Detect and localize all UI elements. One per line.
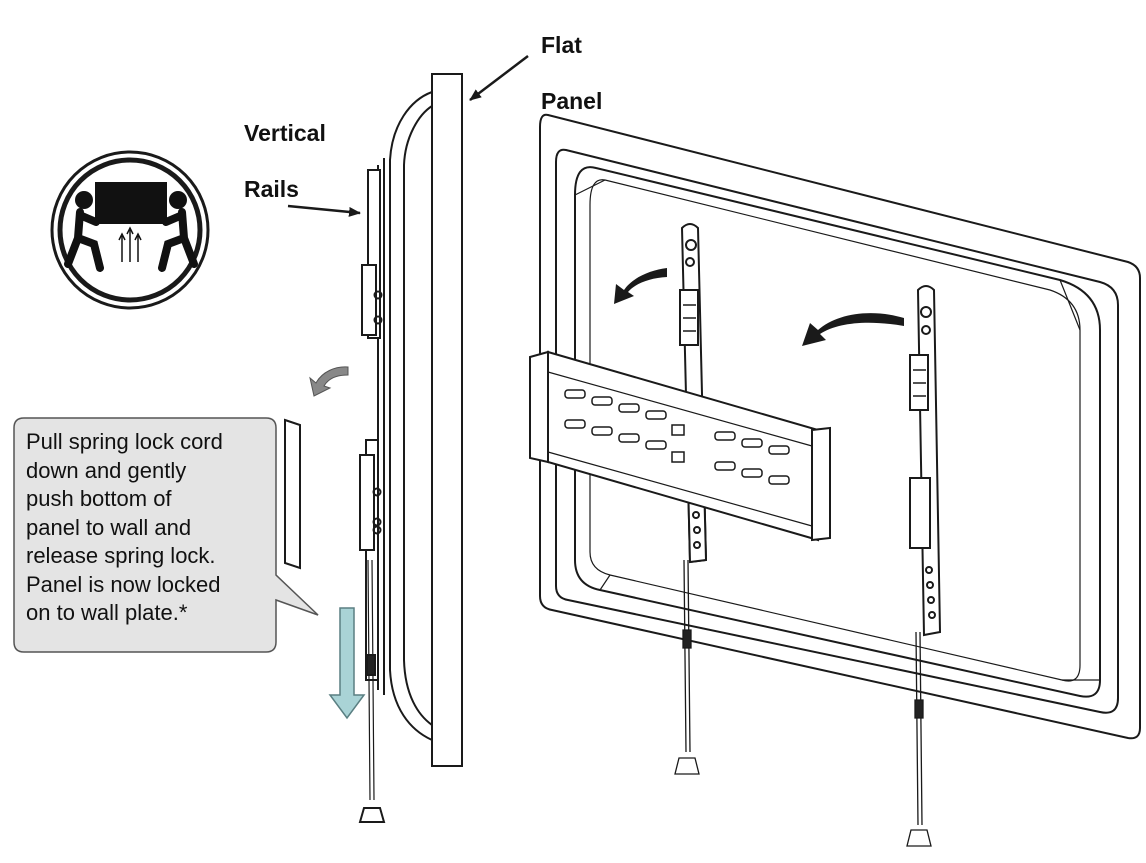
callout-line: Panel is now locked <box>26 571 221 597</box>
side-view-panel <box>284 73 463 823</box>
callout-line: down and gently <box>26 457 187 483</box>
callout-line: push bottom of <box>26 486 172 511</box>
callout-line: panel to wall and <box>26 514 192 540</box>
callout-line: release spring lock. <box>26 543 216 568</box>
flat-panel-label: Flat Panel <box>541 3 602 143</box>
curved-arrow-left-icon <box>614 268 667 304</box>
flat-panel-leader <box>469 55 529 101</box>
right-vertical-rail <box>909 285 942 637</box>
two-person-lift-icon <box>50 150 210 310</box>
vertical-rails-leader <box>287 204 361 217</box>
vertical-rails-label-line2: Rails <box>244 176 299 202</box>
flat-panel-label-line2: Panel <box>541 88 603 114</box>
instruction-callout-text: Pull spring lock cord down and gently pu… <box>26 428 276 628</box>
spring-lock-cords <box>674 559 932 847</box>
callout-line: Pull spring lock cord <box>26 429 223 454</box>
wall-plate <box>529 350 831 542</box>
vertical-rails-label-line1: Vertical <box>244 120 326 146</box>
flat-panel-label-line1: Flat <box>541 32 582 58</box>
instruction-callout-bubble <box>13 417 319 653</box>
curved-arrow-right-icon <box>802 313 904 346</box>
down-arrow-icon <box>328 607 366 720</box>
tilt-arrow-icon <box>309 366 349 397</box>
vertical-rails-label: Vertical Rails <box>244 91 326 231</box>
callout-line: on to wall plate.* <box>26 600 188 625</box>
